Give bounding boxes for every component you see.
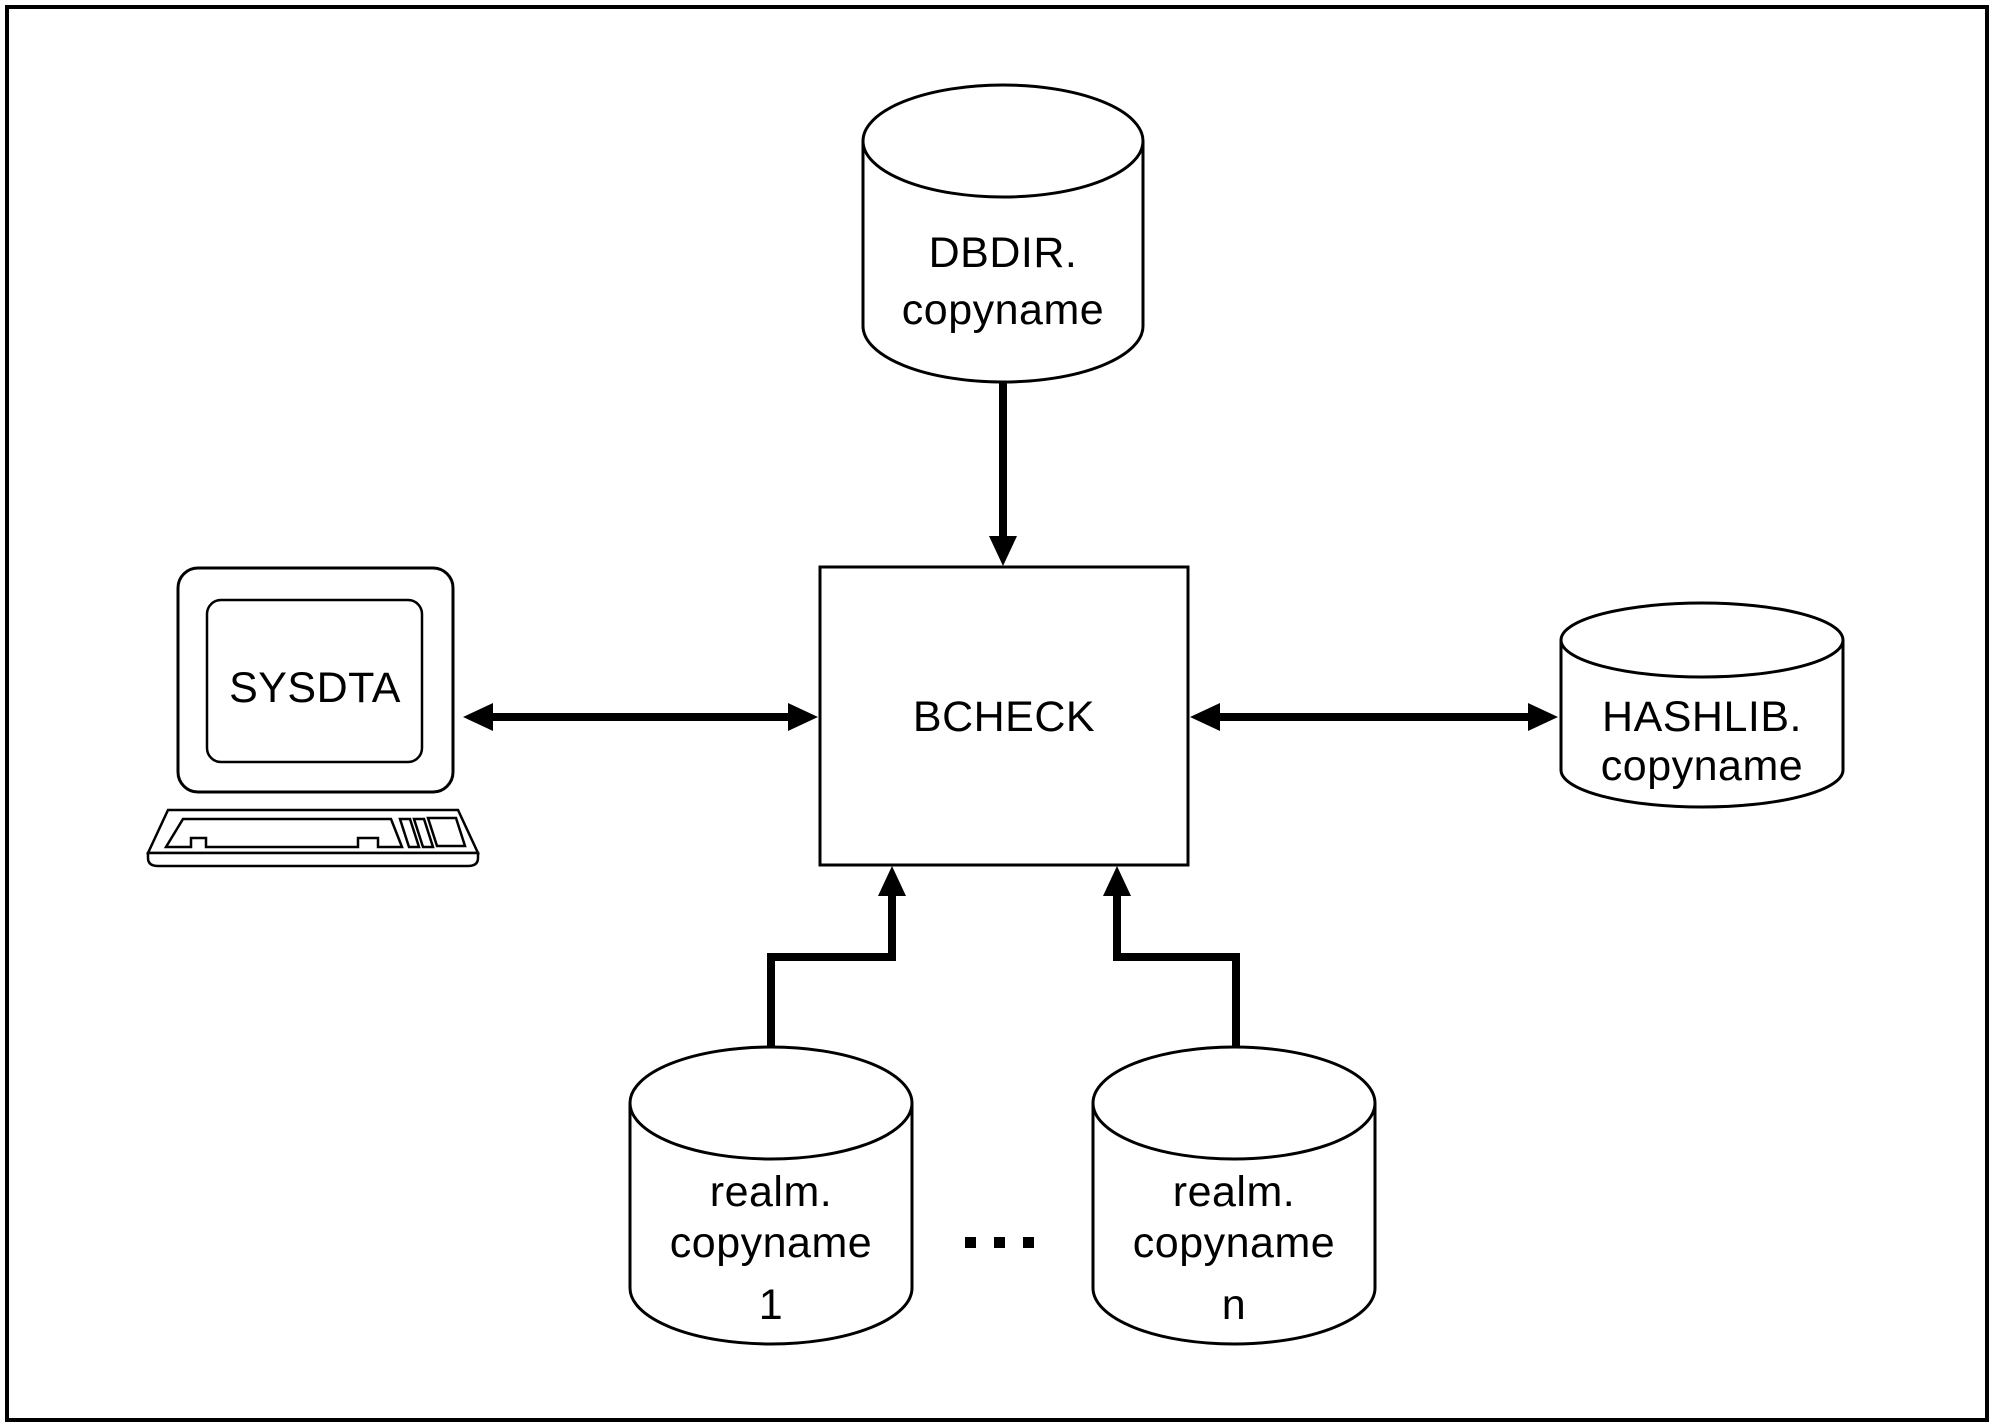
dbdir-label-line1: DBDIR. bbox=[929, 229, 1078, 277]
ellipsis-dots bbox=[965, 1237, 1034, 1248]
keyboard-main-keys bbox=[163, 817, 404, 849]
arrow-down-head bbox=[989, 536, 1017, 566]
dbdir-disk: DBDIR. copyname bbox=[861, 83, 1145, 384]
ellipsis-dot bbox=[965, 1237, 976, 1248]
realm-disk-1: realm. copyname 1 bbox=[628, 1045, 914, 1346]
keyboard-key-strip-1 bbox=[398, 817, 421, 849]
arrow-bcheck-hashlib bbox=[1190, 703, 1558, 731]
arrow-realm1-to-bcheck bbox=[767, 866, 906, 1046]
dbdir-disk-top-ellipse bbox=[861, 83, 1145, 199]
arrow-dbdir-to-bcheck bbox=[989, 383, 1017, 566]
hashlib-disk-body bbox=[1559, 640, 1845, 809]
realm1-disk-body bbox=[628, 1103, 914, 1346]
arrow-elbow-stem bbox=[1113, 892, 1240, 1046]
keyboard-front-edge bbox=[146, 851, 480, 868]
arrow-realmn-to-bcheck bbox=[1103, 866, 1240, 1046]
hashlib-disk-top-ellipse bbox=[1559, 601, 1845, 679]
bcheck-label: BCHECK bbox=[913, 693, 1095, 741]
dbdir-disk-body bbox=[861, 141, 1145, 384]
hashlib-label-line1: HASHLIB. bbox=[1602, 693, 1802, 741]
realm1-label-line2: copyname bbox=[670, 1219, 872, 1267]
page-border bbox=[5, 5, 1989, 1422]
keyboard-side-key bbox=[426, 816, 467, 848]
keyboard-key-strip-2 bbox=[412, 817, 435, 849]
realm1-disk-top-ellipse bbox=[628, 1045, 914, 1161]
monitor-screen bbox=[205, 598, 424, 764]
realm-disk-n: realm. copyname n bbox=[1091, 1045, 1377, 1346]
hashlib-label-line2: copyname bbox=[1601, 742, 1803, 790]
arrow-right-head bbox=[1528, 703, 1558, 731]
arrow-right-head bbox=[788, 703, 818, 731]
hashlib-disk: HASHLIB. copyname bbox=[1559, 601, 1845, 809]
dbdir-label-line2: copyname bbox=[902, 286, 1104, 334]
keyboard-icon bbox=[146, 808, 480, 868]
arrow-elbow-stem bbox=[767, 892, 896, 1046]
bcheck-box: BCHECK bbox=[818, 565, 1190, 867]
sysdta-terminal: SYSDTA bbox=[146, 566, 480, 868]
realmn-label-line3: n bbox=[1222, 1281, 1246, 1329]
arrow-up-head bbox=[878, 866, 906, 896]
realmn-label-line1: realm. bbox=[1173, 1168, 1295, 1216]
ellipsis-dot bbox=[1023, 1237, 1034, 1248]
sysdta-label: SYSDTA bbox=[229, 664, 401, 712]
realm1-label-line1: realm. bbox=[710, 1168, 832, 1216]
realmn-disk-body bbox=[1091, 1103, 1377, 1346]
bcheck-box-rect bbox=[818, 565, 1190, 867]
realmn-label-line2: copyname bbox=[1133, 1219, 1335, 1267]
arrow-left-head bbox=[1190, 703, 1220, 731]
ellipsis-dot bbox=[994, 1237, 1005, 1248]
realmn-disk-top-ellipse bbox=[1091, 1045, 1377, 1161]
realm1-label-line3: 1 bbox=[759, 1281, 783, 1329]
arrow-up-head bbox=[1103, 866, 1131, 896]
arrow-sysdta-bcheck bbox=[463, 703, 818, 731]
arrow-left-head bbox=[463, 703, 493, 731]
